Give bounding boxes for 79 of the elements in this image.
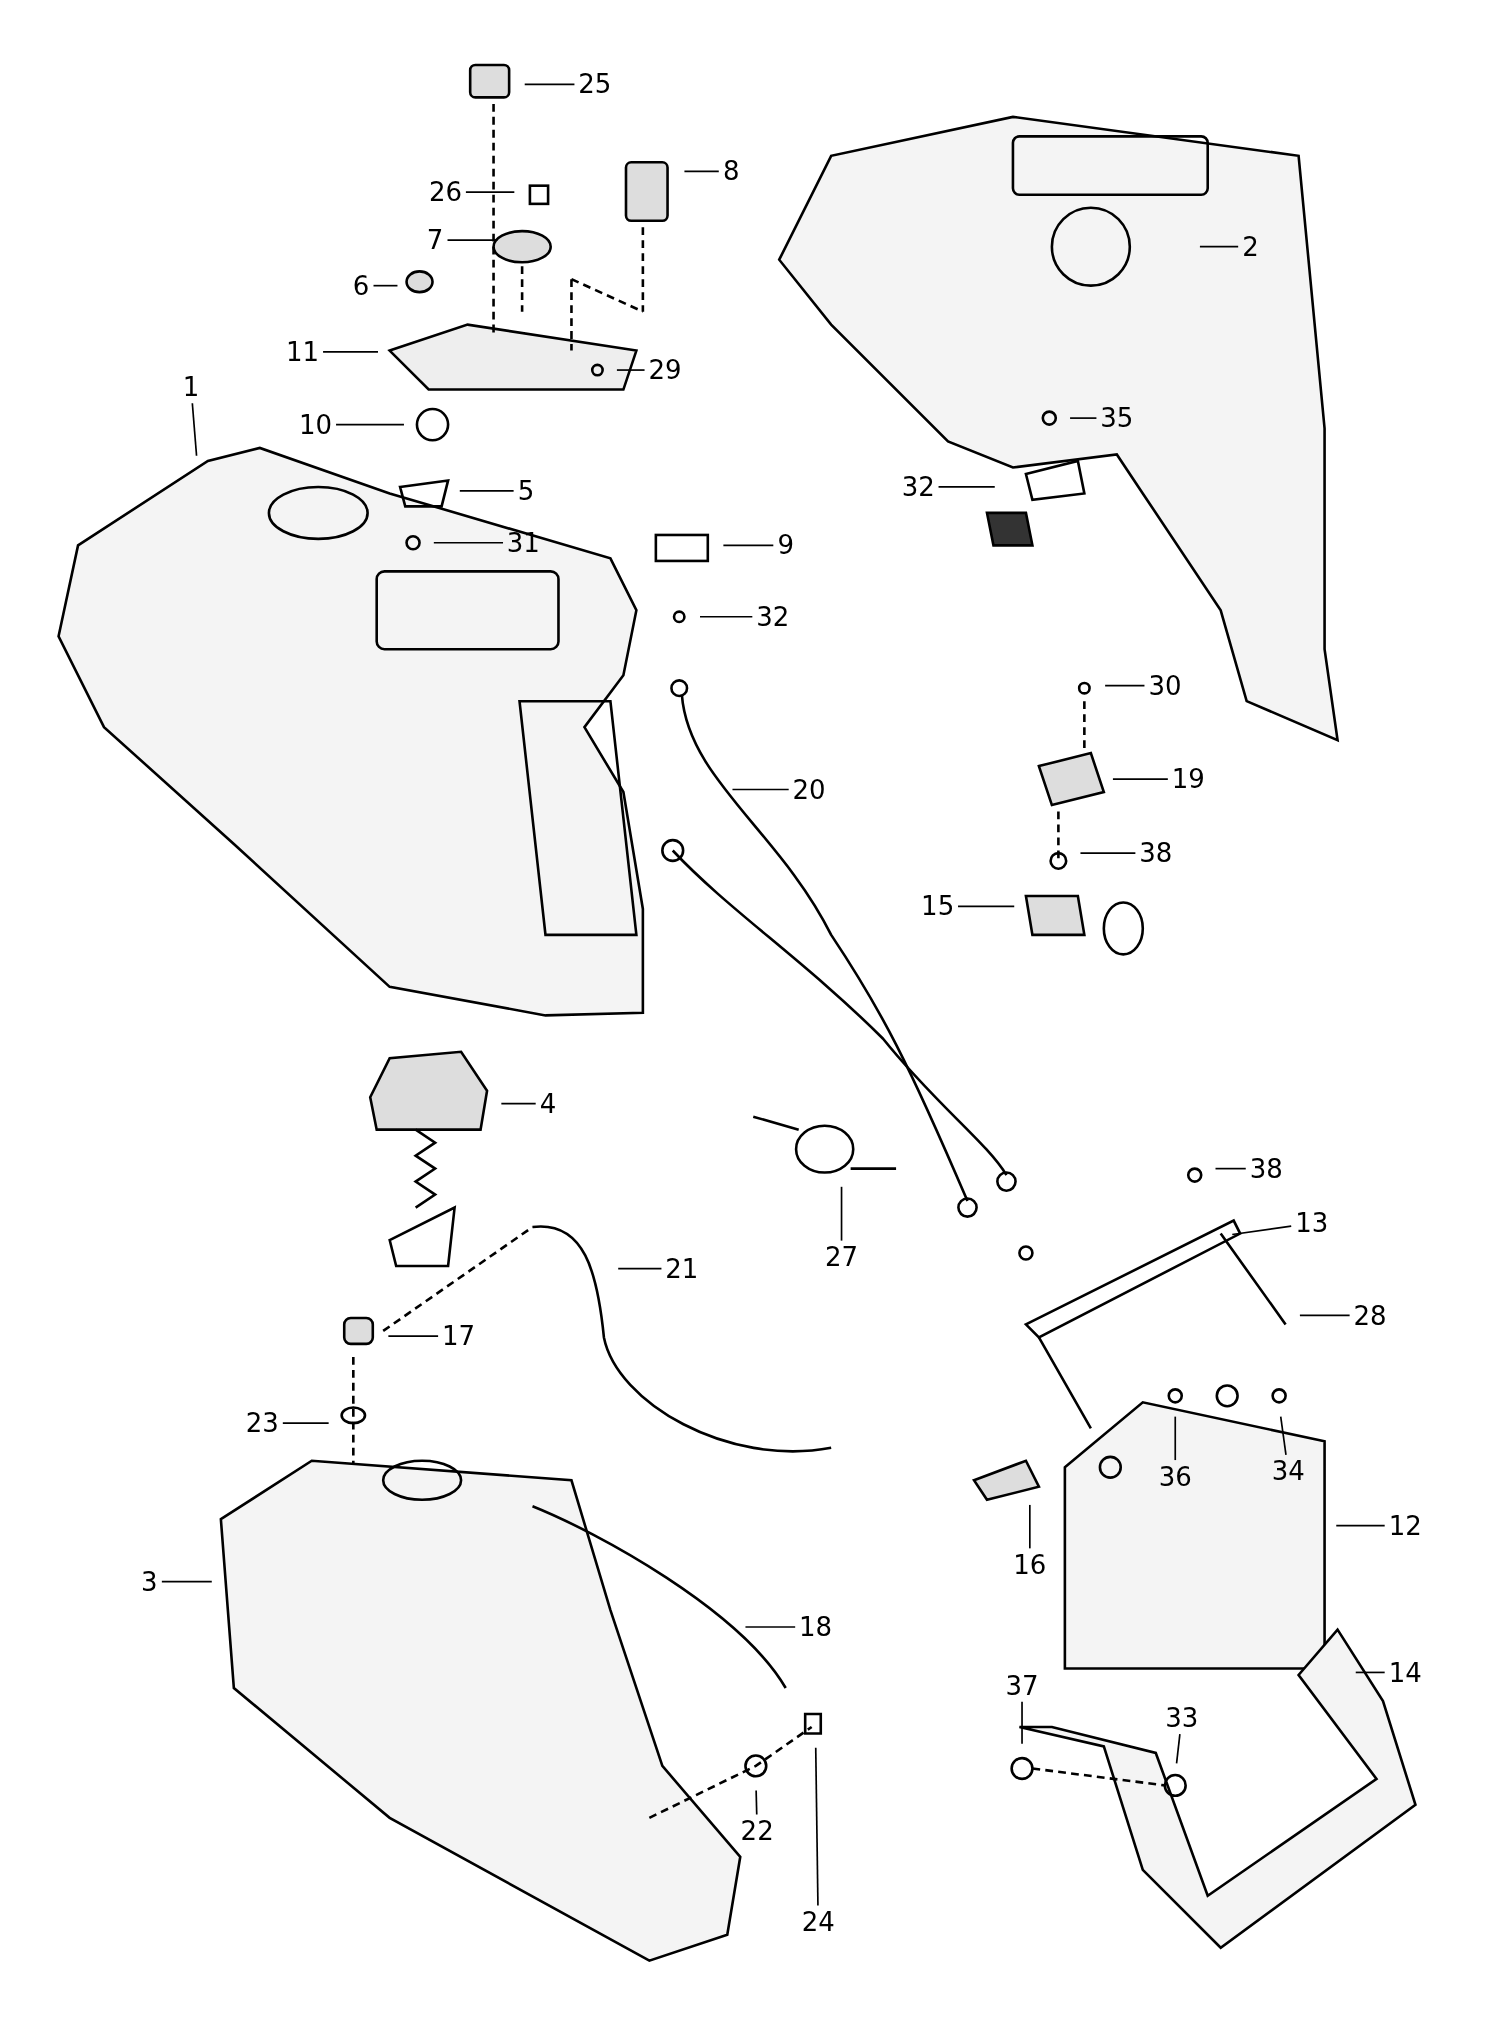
leader-line bbox=[840, 1185, 843, 1242]
leader-line bbox=[1214, 1167, 1247, 1170]
callout-number: 33 bbox=[1165, 1703, 1199, 1734]
leader-line bbox=[458, 489, 515, 492]
leader-line bbox=[432, 541, 504, 544]
callout-number: 21 bbox=[665, 1253, 699, 1284]
leader-line bbox=[1104, 684, 1146, 687]
leader-line bbox=[1175, 1733, 1181, 1765]
callout-number: 2 bbox=[1242, 231, 1259, 262]
callout-number: 30 bbox=[1148, 670, 1182, 701]
leader-line bbox=[731, 788, 790, 791]
callout-number: 14 bbox=[1388, 1657, 1422, 1688]
callout-number: 19 bbox=[1171, 764, 1205, 795]
callout-number: 8 bbox=[722, 156, 740, 187]
leader-line bbox=[1069, 417, 1098, 419]
callout-number: 38 bbox=[1139, 838, 1173, 869]
callout-number: 17 bbox=[441, 1321, 475, 1352]
leader-line bbox=[1021, 1700, 1023, 1745]
callout-number: 5 bbox=[517, 475, 535, 506]
leader-line bbox=[1354, 1671, 1386, 1674]
leader-line bbox=[699, 615, 754, 618]
leader-line bbox=[387, 1335, 439, 1337]
leader-line bbox=[617, 1267, 663, 1270]
callout-number: 1 bbox=[182, 372, 200, 402]
callout-number: 32 bbox=[901, 472, 935, 502]
leader-line bbox=[322, 351, 379, 353]
callout-number: 22 bbox=[740, 1816, 774, 1847]
callout-number: 9 bbox=[777, 530, 794, 561]
leader-line bbox=[523, 83, 576, 86]
callout-number: 16 bbox=[1013, 1549, 1047, 1580]
callout-number: 38 bbox=[1249, 1153, 1283, 1184]
leader-line bbox=[500, 1102, 537, 1105]
leader-line bbox=[1279, 1415, 1287, 1456]
callout-number: 28 bbox=[1353, 1300, 1387, 1331]
leader-line bbox=[281, 1422, 330, 1424]
callout-number: 36 bbox=[1158, 1461, 1192, 1492]
callout-number: 26 bbox=[428, 177, 462, 208]
leader-line bbox=[191, 402, 198, 457]
leader-line bbox=[755, 1789, 758, 1816]
leader-line bbox=[1174, 1415, 1177, 1461]
callout-number: 13 bbox=[1295, 1208, 1329, 1239]
callout-number: 35 bbox=[1100, 403, 1134, 434]
leader-line bbox=[814, 1746, 819, 1907]
leader-line bbox=[372, 284, 399, 287]
leader-line bbox=[1028, 1504, 1031, 1550]
callout-number: 7 bbox=[426, 225, 444, 256]
leader-line bbox=[1231, 1225, 1293, 1236]
callout-number: 10 bbox=[299, 409, 333, 440]
leader-line bbox=[1335, 1524, 1386, 1527]
callout-number: 18 bbox=[799, 1612, 833, 1643]
callout-number: 37 bbox=[1005, 1670, 1039, 1701]
leader-line bbox=[1112, 778, 1169, 780]
callout-number: 34 bbox=[1271, 1456, 1305, 1487]
callout-number: 11 bbox=[286, 336, 320, 367]
callout-number: 20 bbox=[792, 774, 826, 805]
leader-line bbox=[465, 191, 516, 193]
leader-line bbox=[335, 423, 405, 426]
leader-line bbox=[1299, 1314, 1351, 1317]
callout-number: 32 bbox=[756, 601, 790, 632]
leader-line bbox=[446, 239, 499, 242]
callout-number: 27 bbox=[825, 1242, 859, 1273]
leader-line bbox=[1079, 852, 1137, 854]
callout-number: 4 bbox=[539, 1088, 557, 1119]
callout-number: 25 bbox=[578, 69, 612, 100]
leader-line bbox=[744, 1626, 797, 1628]
leader-line bbox=[937, 486, 996, 488]
callout-number: 29 bbox=[648, 355, 682, 386]
leader-line bbox=[722, 544, 775, 547]
callout-number: 23 bbox=[245, 1408, 279, 1439]
callout-number: 15 bbox=[921, 891, 955, 922]
leader-line bbox=[957, 905, 1016, 908]
callout-number: 3 bbox=[141, 1566, 158, 1597]
leader-line bbox=[683, 170, 720, 173]
callout-number: 12 bbox=[1388, 1510, 1422, 1541]
leader-line bbox=[1199, 245, 1239, 248]
leader-line bbox=[616, 369, 646, 371]
callout-number: 6 bbox=[352, 270, 370, 301]
leader-line bbox=[161, 1580, 213, 1583]
callout-number: 24 bbox=[801, 1907, 835, 1938]
